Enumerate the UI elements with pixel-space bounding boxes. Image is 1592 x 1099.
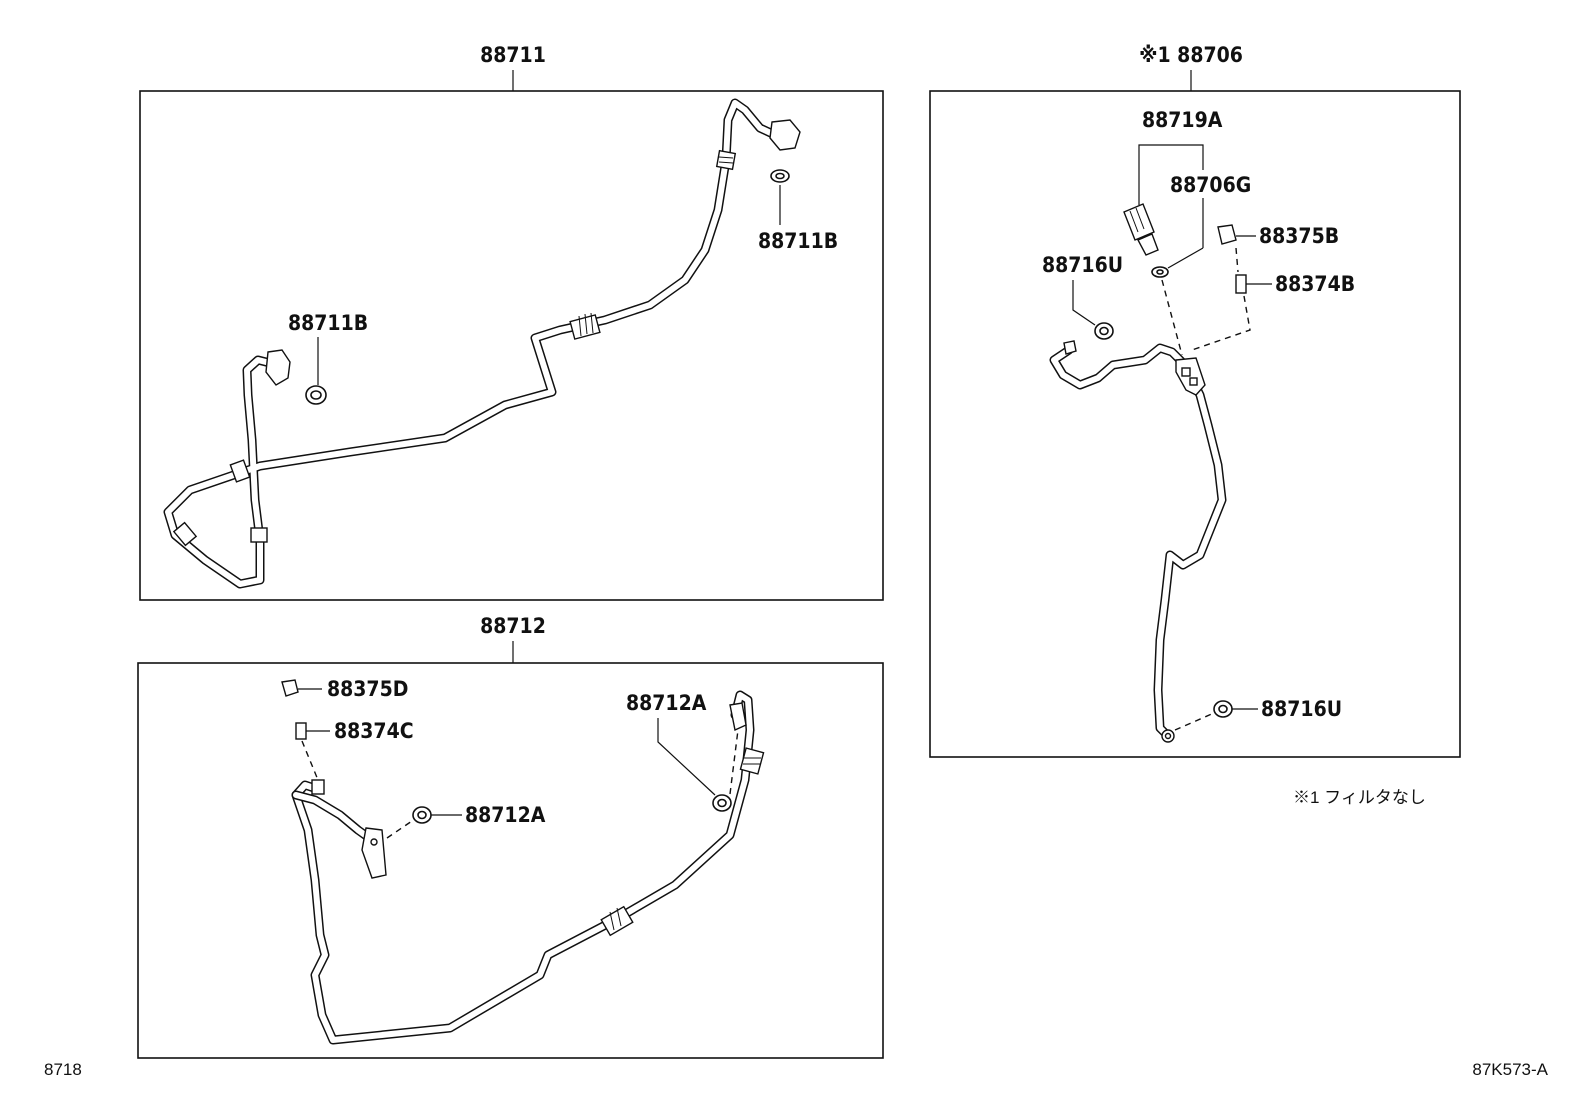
label-88716u-upper[interactable]: 88716U <box>1042 253 1123 277</box>
hose-88712[interactable] <box>291 690 765 1045</box>
group-88712-frame <box>137 662 884 1059</box>
group-88706: ※1 88706 88719A 88706G <box>929 43 1461 758</box>
group-88711-frame <box>139 90 884 601</box>
group-88711-label[interactable]: 88711 <box>480 43 546 67</box>
cap-88375d[interactable] <box>281 679 299 697</box>
group-88706-label[interactable]: ※1 88706 <box>1139 43 1243 67</box>
footnote: ※1 フィルタなし <box>1293 788 1426 807</box>
label-88711b-upper[interactable]: 88711B <box>758 229 838 253</box>
valve-core-88374c[interactable] <box>295 722 307 740</box>
label-88711b-lower[interactable]: 88711B <box>288 311 368 335</box>
label-88719a[interactable]: 88719A <box>1142 108 1223 132</box>
label-88374b[interactable]: 88374B <box>1275 272 1355 296</box>
cap-88375b[interactable] <box>1217 224 1237 245</box>
label-88375b[interactable]: 88375B <box>1259 224 1339 248</box>
label-88375d[interactable]: 88375D <box>327 677 408 701</box>
group-88706-frame <box>929 90 1461 758</box>
group-88711: 88711 88711B 88711B <box>139 43 884 601</box>
label-88706g[interactable]: 88706G <box>1170 173 1251 197</box>
tube-88706[interactable] <box>1049 340 1227 743</box>
label-88374c[interactable]: 88374C <box>334 719 414 743</box>
valve-core-88374b[interactable] <box>1235 274 1247 294</box>
group-88712-label[interactable]: 88712 <box>480 614 546 638</box>
label-88712a-right[interactable]: 88712A <box>465 803 546 827</box>
page-code-left: 8718 <box>44 1060 82 1079</box>
pressure-switch-88719a[interactable] <box>1123 203 1159 256</box>
label-88712a-upper[interactable]: 88712A <box>626 691 707 715</box>
hose-88711[interactable] <box>163 98 801 589</box>
group-88712: 88712 88375D 88374C <box>137 614 884 1059</box>
label-88716u-lower[interactable]: 88716U <box>1261 697 1342 721</box>
page-code-right: 87K573-A <box>1472 1060 1548 1079</box>
